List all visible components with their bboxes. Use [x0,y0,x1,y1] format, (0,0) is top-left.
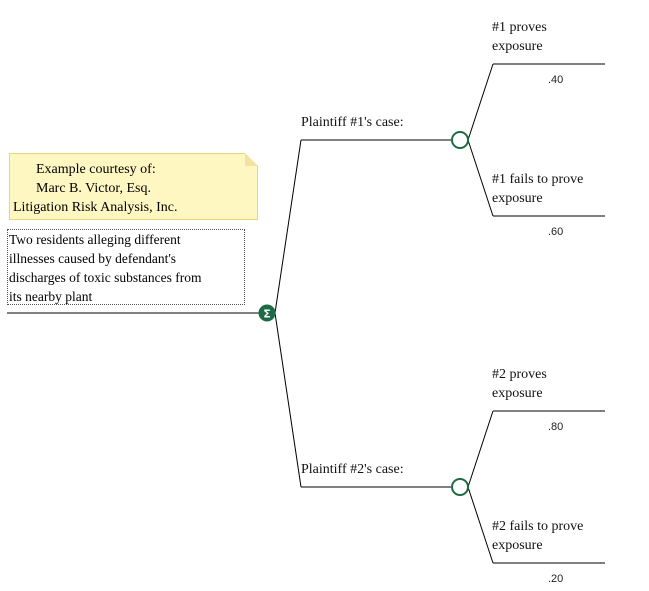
outcome-label-1-fails: #1 fails to prove exposure [492,170,583,208]
outcome-1b-connector [467,139,494,217]
outcome-label-line: exposure [492,538,543,553]
chance-node-1[interactable] [451,131,469,149]
note-fold-corner [245,153,258,166]
outcome-2b-connector [467,486,494,564]
outcome-label-line: exposure [492,39,543,54]
sum-node-symbol: Σ [263,308,271,321]
outcome-label-line: #2 proves [492,367,547,382]
credit-note: Example courtesy of: Marc B. Victor, Esq… [9,153,258,220]
description-line: illnesses caused by defendant's [9,251,177,266]
outcome-label-2-proves: #2 proves exposure [492,365,547,403]
description-line: discharges of toxic substances from [9,270,202,285]
outcome-label-2-fails: #2 fails to prove exposure [492,517,583,555]
outcome-label-line: #1 fails to prove [492,172,584,187]
probability-2-fails: .20 [548,573,564,585]
description-line: Two residents alleging different [9,232,181,247]
outcome-label-line: #1 proves [492,20,547,35]
outcome-2a-connector [467,410,494,488]
outcome-label-line: exposure [492,386,543,401]
case-description: Two residents alleging different illness… [7,229,245,305]
outcome-1a-connector [467,63,494,141]
note-line: Litigation Risk Analysis, Inc. [13,200,178,215]
outcome-label-line: exposure [492,191,543,206]
outcome-label-line: #2 fails to prove [492,519,584,534]
probability-1-fails: .60 [548,226,564,238]
chance-node-2[interactable] [451,478,469,496]
branch-label-plaintiff-1: Plaintiff #1's case: [301,115,404,130]
branch-1-connector [274,139,302,314]
note-line: Marc B. Victor, Esq. [36,181,151,196]
sum-node[interactable] [258,304,276,322]
branch-label-plaintiff-2: Plaintiff #2's case: [301,462,404,477]
outcome-label-1-proves: #1 proves exposure [492,18,547,56]
probability-2-proves: .80 [548,421,564,433]
branch-2-connector [274,312,302,488]
description-line: its nearby plant [9,289,93,304]
probability-1-proves: .40 [548,74,564,86]
note-line: Example courtesy of: [36,162,156,177]
